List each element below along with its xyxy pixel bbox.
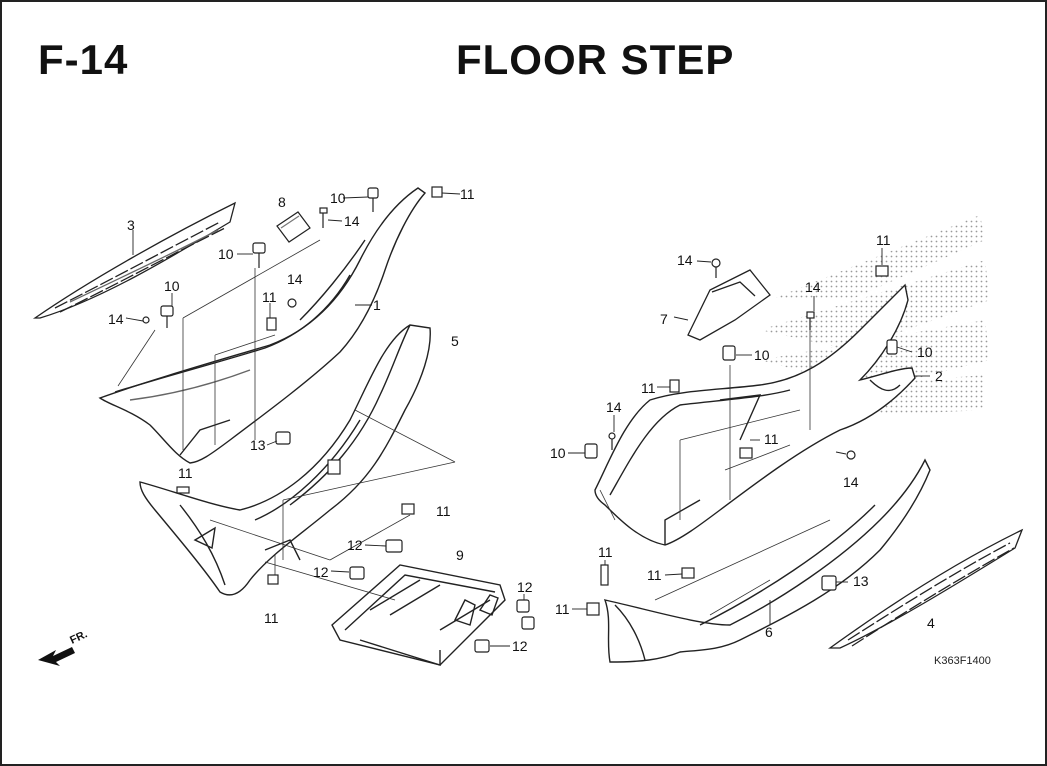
part-9-under-cover — [331, 564, 506, 666]
callout-labels: 3 8 10 14 11 10 14 10 11 1 14 5 13 11 11… — [108, 186, 943, 654]
part-2-right-floor-cover — [594, 283, 916, 546]
callout-14: 14 — [108, 311, 124, 327]
callout-1: 1 — [373, 297, 381, 313]
diagram-code: K363F1400 — [934, 655, 991, 667]
callout-10: 10 — [754, 347, 770, 363]
callout-2: 2 — [935, 368, 943, 384]
callout-12: 12 — [517, 579, 533, 595]
callout-13: 13 — [250, 437, 266, 453]
callout-14: 14 — [843, 474, 859, 490]
part-8-pad — [276, 211, 311, 243]
callout-6: 6 — [765, 624, 773, 640]
callout-11: 11 — [460, 186, 475, 202]
callout-11: 11 — [598, 544, 613, 560]
callout-12: 12 — [512, 638, 528, 654]
front-direction-arrow: FR. — [38, 628, 89, 666]
callout-7: 7 — [660, 311, 668, 327]
callout-11: 11 — [178, 465, 193, 481]
callout-4: 4 — [927, 615, 935, 631]
part-1-left-floor-cover — [98, 187, 427, 464]
section-code: F-14 — [38, 36, 129, 83]
callout-10: 10 — [917, 344, 933, 360]
page-title: FLOOR STEP — [456, 36, 735, 83]
callout-14: 14 — [805, 279, 821, 295]
callout-11: 11 — [555, 601, 570, 617]
callout-10: 10 — [550, 445, 566, 461]
callout-11: 11 — [264, 610, 279, 626]
callout-11: 11 — [764, 431, 779, 447]
callout-14: 14 — [287, 271, 303, 287]
fr-label: FR. — [68, 628, 89, 646]
callout-10: 10 — [330, 190, 346, 206]
callout-13: 13 — [853, 573, 869, 589]
callout-11: 11 — [436, 503, 451, 519]
callout-8: 8 — [278, 194, 286, 210]
part-5-center-cover — [139, 324, 431, 596]
leaders-left — [125, 192, 525, 647]
callout-3: 3 — [127, 217, 135, 233]
part-4-floor-mat — [827, 528, 1024, 649]
callout-14: 14 — [677, 252, 693, 268]
part-3-floor-mat — [32, 201, 236, 319]
leaders-right — [568, 248, 930, 625]
callout-12: 12 — [313, 564, 329, 580]
part-7-small-cover — [687, 269, 771, 341]
callout-11: 11 — [647, 567, 662, 583]
callout-11: 11 — [262, 289, 277, 305]
fasteners-right — [584, 258, 898, 616]
callout-11: 11 — [876, 232, 891, 248]
callout-10: 10 — [218, 246, 234, 262]
callout-14: 14 — [606, 399, 622, 415]
callout-10: 10 — [164, 278, 180, 294]
callout-12: 12 — [347, 537, 363, 553]
part-6-lower-skirt — [603, 458, 931, 663]
fasteners-left — [142, 186, 535, 653]
assembly-lines-left — [117, 239, 456, 601]
assembly-lines-right — [599, 330, 831, 616]
callout-11: 11 — [641, 380, 656, 396]
callout-5: 5 — [451, 333, 459, 349]
callout-9: 9 — [456, 547, 464, 563]
callout-14: 14 — [344, 213, 360, 229]
